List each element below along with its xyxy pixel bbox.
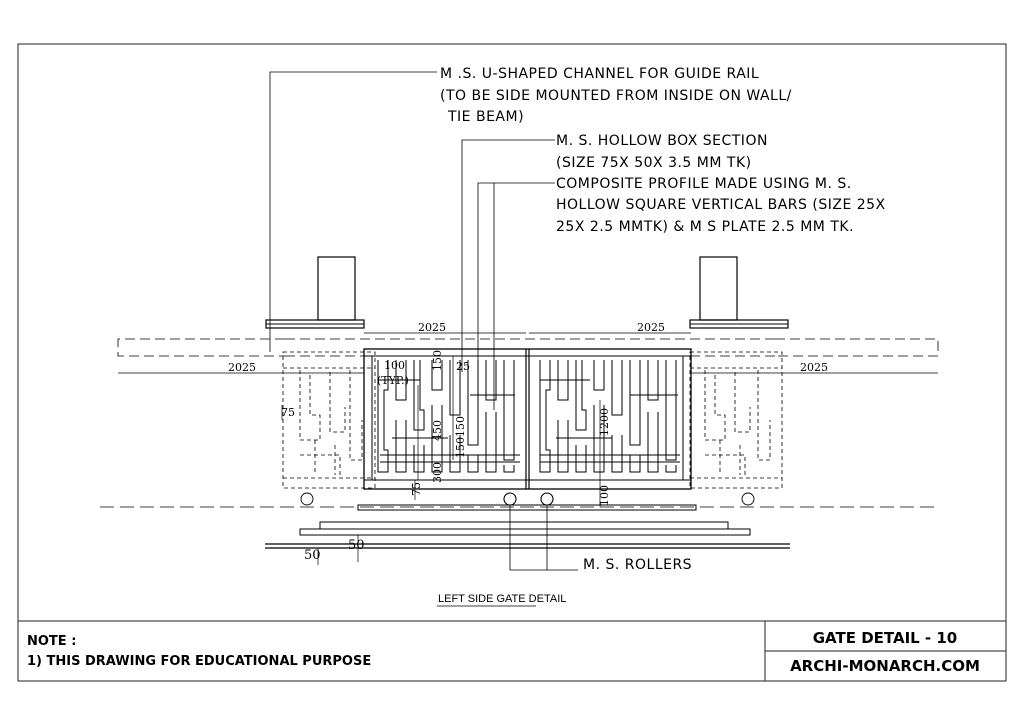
dim-450: 450 — [431, 420, 444, 441]
dim-50-right: 50 — [348, 538, 365, 553]
note-line: 1) THIS DRAWING FOR EDUCATIONAL PURPOSE — [27, 654, 371, 669]
right-pillar-cap — [699, 256, 738, 321]
dim-75-left: 75 — [281, 406, 295, 419]
gate-frame — [363, 348, 692, 490]
guide-rail — [117, 338, 939, 357]
callout-composite-line-3: 25X 2.5 MMTK) & M S PLATE 2.5 MM TK. — [556, 219, 854, 235]
callout-rollers: M. S. ROLLERS — [583, 557, 692, 573]
note-heading: NOTE : — [27, 634, 76, 649]
dim-150-150: 150150 — [454, 416, 467, 458]
roller-right — [540, 492, 554, 506]
bottom-track — [357, 504, 697, 511]
callout-channel: M .S. U-SHAPED CHANNEL FOR GUIDE RAIL (T… — [440, 66, 792, 125]
dim-left-2025: 2025 — [228, 361, 256, 374]
title-block: NOTE : 1) THIS DRAWING FOR EDUCATIONAL P… — [18, 620, 1006, 681]
callout-channel-line-1: M .S. U-SHAPED CHANNEL FOR GUIDE RAIL — [440, 66, 759, 82]
callout-composite-line-1: COMPOSITE PROFILE MADE USING M. S. — [556, 176, 852, 192]
callout-composite-line-2: HOLLOW SQUARE VERTICAL BARS (SIZE 25X — [556, 197, 886, 213]
leader-lines — [269, 71, 578, 571]
callout-composite: COMPOSITE PROFILE MADE USING M. S. HOLLO… — [556, 176, 886, 235]
callout-channel-line-2: (TO BE SIDE MOUNTED FROM INSIDE ON WALL/ — [440, 88, 792, 104]
left-leaf-bars — [377, 360, 520, 473]
dim-typ: (TYP.) — [377, 374, 409, 387]
step-2 — [299, 528, 751, 536]
drawing-title: GATE DETAIL - 10 — [813, 629, 958, 647]
dim-top-left-2025: 2025 — [418, 321, 446, 334]
callout-box-line-1: M. S. HOLLOW BOX SECTION — [556, 133, 768, 149]
dim-right-2025: 2025 — [800, 361, 828, 374]
callout-channel-line-3: TIE BEAM) — [447, 109, 524, 125]
dim-75-bottom: 75 — [410, 482, 423, 496]
callout-box-section: M. S. HOLLOW BOX SECTION (SIZE 75X 50X 3… — [556, 133, 768, 171]
ghost-left-panel — [282, 351, 376, 489]
dim-100: 100 — [384, 359, 405, 372]
ghost-roller-left — [300, 492, 314, 506]
dim-100-bottom: 100 — [598, 485, 611, 506]
dim-top-right-2025: 2025 — [637, 321, 665, 334]
left-pillar-cap — [317, 256, 356, 321]
drawing-caption: LEFT SIDE GATE DETAIL — [438, 593, 566, 605]
step-1 — [319, 521, 729, 530]
dim-300: 300 — [431, 462, 444, 483]
roller-left — [503, 492, 517, 506]
dim-1200: 1200 — [598, 408, 611, 436]
gate-elevation — [100, 71, 940, 571]
right-leaf-bars — [539, 360, 680, 473]
sheet-border — [17, 43, 1007, 682]
site-name: ARCHI-MONARCH.COM — [790, 657, 980, 675]
dim-50-left: 50 — [304, 548, 321, 563]
ghost-right-panel — [689, 351, 783, 489]
dimension-lines — [118, 332, 938, 565]
ghost-roller-right — [741, 492, 755, 506]
dimension-labels: 2025 2025 2025 2025 100 (TYP.) 150 25 75… — [228, 321, 828, 563]
dim-25: 25 — [456, 360, 470, 373]
callout-box-line-2: (SIZE 75X 50X 3.5 MM TK) — [556, 155, 752, 171]
dim-150-top: 150 — [431, 350, 444, 371]
